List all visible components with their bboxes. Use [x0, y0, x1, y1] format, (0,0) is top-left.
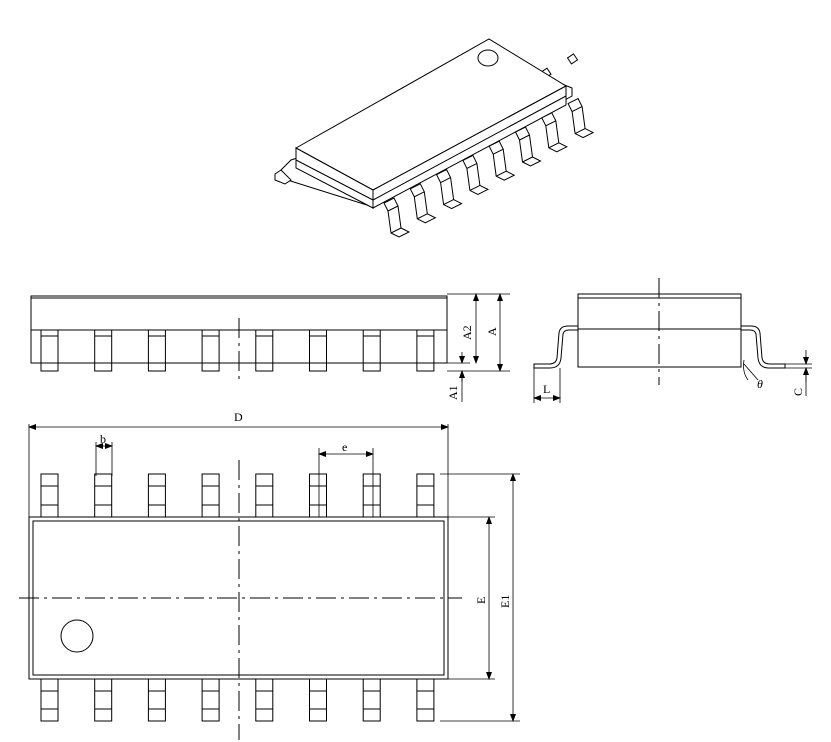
side-leads [40, 329, 435, 372]
label-A1: A1 [446, 385, 460, 400]
iso-body-side [372, 85, 567, 209]
iso-front-lead-bend [387, 205, 399, 212]
iso-front-lead-bend [495, 170, 507, 177]
top-lead-lower [255, 678, 274, 722]
top-leads-upper [40, 473, 435, 518]
side-lead [147, 329, 166, 372]
end-lead-right [741, 325, 786, 369]
iso-front-lead-bend [571, 106, 583, 113]
top-lead-lower [147, 678, 166, 722]
iso-front-lead [567, 97, 595, 139]
dim-theta-leader [743, 363, 759, 381]
top-lead-lower [94, 678, 113, 722]
label-e: e [342, 440, 347, 454]
side-lead [40, 329, 59, 372]
isometric-view [274, 38, 595, 238]
iso-front-lead [488, 140, 516, 181]
top-lead-upper [40, 473, 59, 518]
iso-pin1-dot [477, 49, 499, 67]
label-D: D [234, 410, 243, 424]
top-lead-upper [309, 473, 327, 518]
top-lead-upper [94, 473, 113, 518]
side-lead [94, 329, 113, 372]
label-A: A [485, 327, 499, 336]
top-view: D b e E E1 [19, 410, 520, 740]
iso-front-lead-bend [574, 128, 586, 135]
iso-front-lead-bend [414, 191, 425, 198]
top-pin1-dot [60, 619, 94, 653]
iso-front-lead-bend [443, 199, 454, 206]
iso-front-lead [462, 154, 490, 195]
top-lead-upper [147, 473, 166, 518]
side-lead [362, 329, 381, 372]
side-lead [255, 329, 274, 372]
label-theta: θ [757, 377, 763, 391]
iso-front-lead [383, 197, 411, 238]
side-lead [416, 329, 435, 372]
iso-back-lead [566, 53, 579, 65]
iso-body-seam-front [295, 159, 374, 201]
end-view: L θ C [533, 278, 812, 403]
iso-front-lead-bend [417, 213, 428, 220]
iso-front-leads [274, 97, 595, 238]
top-lead-lower [40, 678, 59, 722]
iso-body-seam-side [372, 95, 567, 201]
end-lead-left [533, 325, 578, 369]
dim-theta-arc [743, 359, 749, 381]
iso-front-lead-bend [548, 142, 560, 149]
side-lead [309, 329, 327, 372]
label-E: E [474, 597, 488, 604]
top-lead-upper [416, 473, 435, 518]
top-lead-upper [362, 473, 381, 518]
iso-front-lead-bend [466, 162, 478, 169]
top-lead-lower [416, 678, 435, 722]
iso-front-lead-bend [440, 177, 451, 184]
iso-end-lead [274, 169, 292, 185]
iso-front-lead [409, 183, 437, 224]
label-C: C [791, 388, 805, 396]
label-L: L [543, 382, 550, 396]
iso-front-lead-bend [390, 227, 402, 234]
iso-front-lead-bend [519, 134, 530, 141]
label-b: b [100, 432, 106, 446]
top-lead-lower [201, 678, 220, 722]
iso-front-lead-bend [469, 184, 481, 191]
top-leads-lower [40, 678, 435, 722]
top-lead-upper [255, 473, 274, 518]
iso-front-lead-bend [545, 120, 557, 127]
top-lead-lower [362, 678, 381, 722]
label-E1: E1 [498, 595, 512, 608]
iso-front-lead [541, 112, 568, 153]
iso-front-lead [435, 168, 463, 210]
side-view: A A2 A1 [30, 293, 510, 402]
iso-front-lead-bend [492, 148, 504, 155]
top-lead-upper [201, 473, 220, 518]
top-lead-lower [309, 678, 327, 722]
label-A2: A2 [460, 325, 474, 340]
iso-front-lead-bend [522, 156, 533, 163]
iso-front-lead [514, 126, 542, 167]
side-lead [201, 329, 220, 372]
